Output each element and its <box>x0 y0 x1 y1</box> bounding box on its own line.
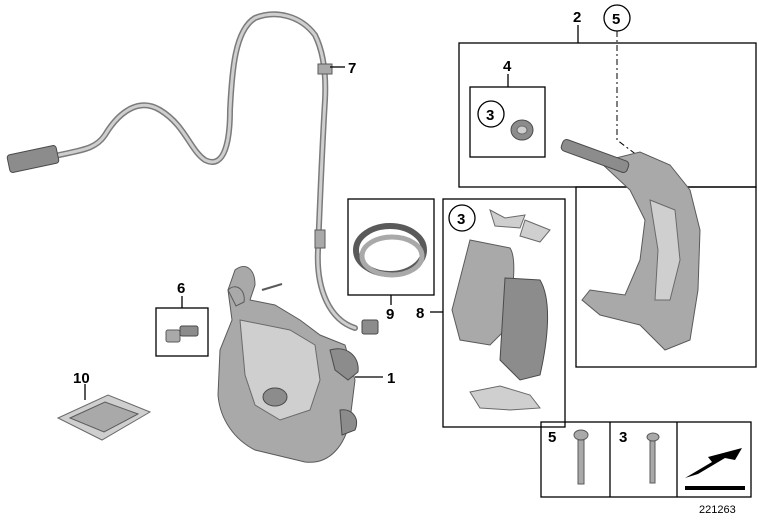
callout-10: 10 <box>73 370 90 387</box>
direction-arrow-icon <box>685 448 745 490</box>
grease-packet <box>56 394 152 441</box>
callout-3-carrier: 3 <box>486 107 494 124</box>
circle-callout-3-carrier <box>477 100 505 128</box>
callout-6: 6 <box>177 280 185 297</box>
callout-7: 7 <box>348 60 356 77</box>
dashed-leader-5 <box>616 31 651 166</box>
callout-3-pads: 3 <box>457 211 465 228</box>
callout-4: 4 <box>503 58 512 75</box>
bolt-5-icon <box>573 429 589 485</box>
sensor-connector <box>361 319 379 335</box>
guide-bushing <box>510 119 534 141</box>
bolt-3-icon <box>646 432 660 484</box>
brake-caliper-housing <box>217 266 359 463</box>
callout-2: 2 <box>573 9 581 26</box>
caliper-carrier <box>560 139 701 351</box>
callout-8: 8 <box>416 305 424 322</box>
box-8 <box>442 198 566 428</box>
callout-1: 1 <box>387 370 395 387</box>
piston-seal-rings <box>353 223 427 278</box>
bleeder-valve <box>165 325 199 343</box>
legend-label-3: 3 <box>619 429 627 446</box>
legend-label-5: 5 <box>548 429 556 446</box>
brake-pads <box>451 208 551 411</box>
legend-box: 5 3 <box>540 421 752 498</box>
callout-9: 9 <box>386 306 394 323</box>
brake-wear-sensor-cable <box>6 11 379 335</box>
circle-callout-3-pads <box>448 204 476 232</box>
guide-pin <box>560 139 630 173</box>
sensor-probe <box>6 145 60 173</box>
callout-5-carrier: 5 <box>612 11 620 28</box>
document-number: 221263 <box>699 504 736 516</box>
